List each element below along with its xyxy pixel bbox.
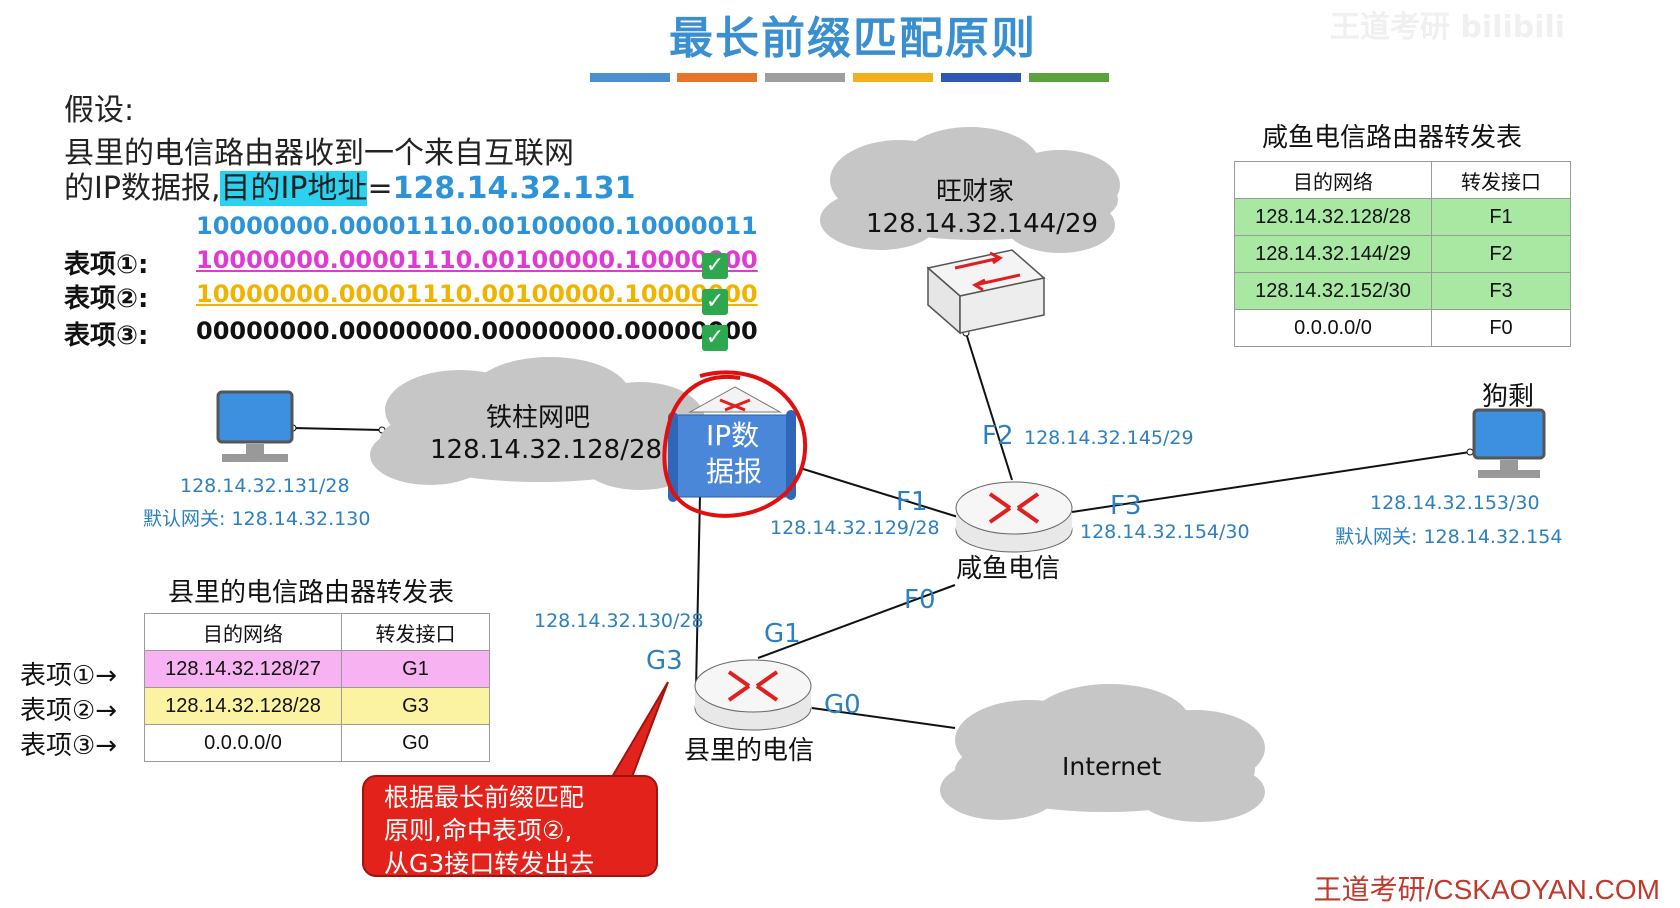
gousheng-gateway: 默认网关: 128.14.32.154 xyxy=(1335,526,1563,548)
color-bar-5 xyxy=(941,73,1021,82)
interface-f0: F0 xyxy=(904,585,936,615)
table-row: 128.14.32.144/29 F2 xyxy=(1234,235,1571,273)
interface-g3-ip: 128.14.32.130/28 xyxy=(534,610,704,632)
xianyu-table-title: 咸鱼电信路由器转发表 xyxy=(1262,123,1523,153)
callout-line2: 原则,命中表项②, xyxy=(384,816,573,845)
packet-line2: 据报 xyxy=(706,455,763,488)
callout-pointer xyxy=(610,681,669,778)
assumption-heading: 假设: xyxy=(64,93,135,128)
interface-f3-ip: 128.14.32.154/30 xyxy=(1080,521,1250,543)
assumption-line2-prefix: 的IP数据报, xyxy=(64,171,221,206)
color-bar-6 xyxy=(1029,73,1109,82)
callout-line1: 根据最长前缀匹配 xyxy=(384,783,585,812)
xianyu-row-3-iface: F3 xyxy=(1431,272,1571,310)
color-bar-4 xyxy=(853,73,933,82)
gousheng-name: 狗剩 xyxy=(1482,382,1535,412)
interface-g0: G0 xyxy=(824,690,861,720)
county-table-header-iface: 转发接口 xyxy=(341,613,490,651)
county-row-2-iface: G3 xyxy=(341,687,490,725)
county-row-2-dest: 128.14.32.128/28 xyxy=(144,687,342,725)
xianyu-row-1-iface: F1 xyxy=(1431,198,1571,236)
xianyu-table-header-iface: 转发接口 xyxy=(1431,161,1571,199)
table-row: 128.14.32.128/28 F1 xyxy=(1234,198,1571,236)
table-row: 128.14.32.152/30 F3 xyxy=(1234,272,1571,310)
computer-icon-right xyxy=(1472,408,1546,478)
table-row: 128.14.32.128/27 G1 xyxy=(144,650,490,688)
binary-row-3-label: 表项③: xyxy=(64,321,149,351)
router-icon-xianli xyxy=(694,659,812,731)
interface-f1-ip: 128.14.32.129/28 xyxy=(770,517,940,539)
router-icon-xianyu xyxy=(955,481,1073,553)
callout-line3: 从G3接口转发出去 xyxy=(384,849,595,878)
packet-label: IP数 据报 xyxy=(706,418,786,490)
wangcai-name: 旺财家 xyxy=(936,177,1015,207)
xianyu-row-1-dest: 128.14.32.128/28 xyxy=(1234,198,1432,236)
county-row-3-iface: G0 xyxy=(341,724,490,762)
binary-dest: 10000000.00001110.00100000.10000011 xyxy=(196,212,758,240)
county-forwarding-table: 目的网络 转发接口 128.14.32.128/27 G1 128.14.32.… xyxy=(144,613,490,762)
packet-line1: IP数 xyxy=(706,419,760,452)
xianyu-row-2-iface: F2 xyxy=(1431,235,1571,273)
tiezhu-name: 铁柱网吧 xyxy=(486,403,591,433)
equals-sign: = xyxy=(367,171,393,206)
table-row: 0.0.0.0/0 F0 xyxy=(1234,309,1571,347)
tiezhu-net: 128.14.32.128/28 xyxy=(430,435,663,465)
county-row-label-1: 表项①→ xyxy=(20,661,118,691)
cloud-wangcai xyxy=(820,127,1120,253)
assumption-line1: 县里的电信路由器收到一个来自互联网 xyxy=(64,136,574,171)
interface-f3: F3 xyxy=(1110,491,1142,521)
internet-name: Internet xyxy=(1062,752,1162,781)
county-row-1-iface: G1 xyxy=(341,650,490,688)
pc-left-ip: 128.14.32.131/28 xyxy=(180,475,350,497)
xianyu-row-3-dest: 128.14.32.152/30 xyxy=(1234,272,1432,310)
interface-g3: G3 xyxy=(646,646,683,676)
interface-f1: F1 xyxy=(896,487,928,517)
credit-text: 王道考研/CSKAOYAN.COM xyxy=(1313,874,1660,905)
check-icon-3: ✓ xyxy=(702,325,728,351)
interface-f2: F2 xyxy=(982,421,1014,451)
dest-ip: 128.14.32.131 xyxy=(392,171,636,206)
county-row-1-dest: 128.14.32.128/27 xyxy=(144,650,342,688)
check-icon-1: ✓ xyxy=(702,253,728,279)
table-row: 0.0.0.0/0 G0 xyxy=(144,724,490,762)
county-table-header-dest: 目的网络 xyxy=(144,613,342,651)
color-bar-1 xyxy=(590,73,670,82)
binary-row-1-value: 10000000.00001110.00100000.10000000 xyxy=(196,246,758,274)
xianyu-row-4-iface: F0 xyxy=(1431,309,1571,347)
assumption-line2: 的IP数据报,目的IP地址=128.14.32.131 xyxy=(64,163,636,207)
binary-row-3-value: 00000000.00000000.00000000.00000000 xyxy=(196,317,758,345)
xianyu-router-name: 咸鱼电信 xyxy=(956,554,1061,584)
xianli-router-name: 县里的电信 xyxy=(684,736,815,766)
pc-left-gateway: 默认网关: 128.14.32.130 xyxy=(143,508,371,530)
page-title: 最长前缀匹配原则 xyxy=(669,13,1037,64)
check-icon-2: ✓ xyxy=(702,289,728,315)
color-bar-3 xyxy=(765,73,845,82)
highlight-circle xyxy=(662,370,808,518)
interface-f2-ip: 128.14.32.145/29 xyxy=(1024,427,1194,449)
gousheng-ip: 128.14.32.153/30 xyxy=(1370,492,1540,514)
county-row-label-2: 表项②→ xyxy=(20,696,118,726)
color-bar-2 xyxy=(677,73,757,82)
switch-icon xyxy=(926,249,1046,335)
county-row-label-3: 表项③→ xyxy=(20,731,118,761)
packet-icon xyxy=(668,386,796,502)
binary-row-2-value: 10000000.00001110.00100000.10000000 xyxy=(196,280,758,308)
table-row: 128.14.32.128/28 G3 xyxy=(144,687,490,725)
xianyu-table-header-dest: 目的网络 xyxy=(1234,161,1432,199)
dest-ip-highlight: 目的IP地址 xyxy=(220,171,368,206)
binary-row-1-label: 表项①: xyxy=(64,250,149,280)
wangcai-net: 128.14.32.144/29 xyxy=(866,209,1099,239)
cloud-internet xyxy=(940,684,1265,822)
watermark: 王道考研 bilibili xyxy=(1330,10,1566,45)
computer-icon-left xyxy=(216,390,294,462)
interface-g1: G1 xyxy=(764,619,801,649)
county-row-3-dest: 0.0.0.0/0 xyxy=(144,724,342,762)
binary-row-2-label: 表项②: xyxy=(64,284,149,314)
xianyu-forwarding-table: 目的网络 转发接口 128.14.32.128/28 F1 128.14.32.… xyxy=(1234,161,1571,347)
county-table-title: 县里的电信路由器转发表 xyxy=(168,578,455,608)
callout-box: 根据最长前缀匹配 原则,命中表项②, 从G3接口转发出去 xyxy=(362,775,658,878)
xianyu-row-4-dest: 0.0.0.0/0 xyxy=(1234,309,1432,347)
xianyu-row-2-dest: 128.14.32.144/29 xyxy=(1234,235,1432,273)
